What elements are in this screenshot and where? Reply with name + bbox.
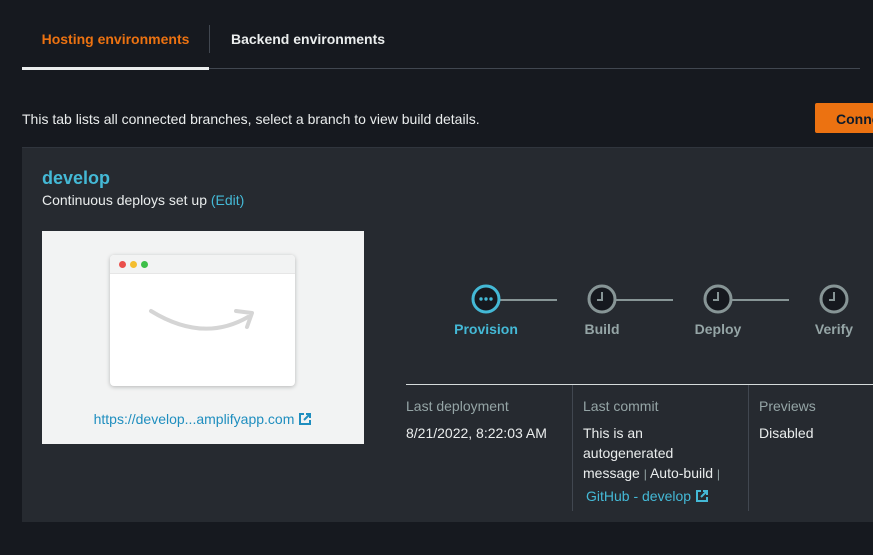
- step-label-provision: Provision: [454, 321, 518, 337]
- browser-toolbar: [110, 255, 295, 274]
- browser-thumbnail: [110, 255, 295, 386]
- info-text: This tab lists all connected branches, s…: [22, 111, 480, 127]
- cd-label: Continuous deploys set up: [42, 192, 207, 208]
- minimize-dot-icon: [130, 261, 137, 268]
- commit-line-1: This is an: [583, 425, 643, 441]
- step-connector: [603, 299, 673, 301]
- close-dot-icon: [119, 261, 126, 268]
- edit-link[interactable]: (Edit): [210, 192, 245, 208]
- separator: |: [716, 467, 721, 481]
- maximize-dot-icon: [141, 261, 148, 268]
- provision-step-ellipsis-icon: [471, 284, 501, 314]
- details-divider: [406, 384, 873, 385]
- tab-hosting-environments[interactable]: Hosting environments: [22, 0, 209, 70]
- github-develop-link[interactable]: GitHub - develop: [583, 486, 733, 506]
- external-link-icon: [696, 490, 709, 502]
- continuous-deploy-text: Continuous deploys set up (Edit): [42, 192, 244, 208]
- verify-step-clock-icon: [819, 284, 849, 314]
- build-stepper: Provision Build Deploy Verify: [442, 284, 873, 344]
- connect-branch-button[interactable]: Connect branch: [815, 103, 873, 133]
- commit-line-2: autogenerated: [583, 445, 674, 461]
- previews-column: Previews Disabled: [759, 398, 816, 443]
- branch-name-link[interactable]: develop: [42, 168, 111, 188]
- last-deployment-column: Last deployment 8/21/2022, 8:22:03 AM: [406, 398, 547, 443]
- last-commit-message: This is an autogenerated message | Auto-…: [583, 423, 733, 506]
- step-label-verify: Verify: [814, 321, 854, 337]
- separator: |: [643, 467, 647, 481]
- tab-divider: [209, 25, 210, 53]
- auto-build-label: Auto-build: [649, 465, 713, 481]
- commit-message-end: message: [583, 465, 640, 481]
- previews-title: Previews: [759, 398, 816, 414]
- previews-value: Disabled: [759, 425, 814, 441]
- column-divider: [572, 385, 573, 511]
- step-label-build: Build: [584, 321, 620, 337]
- last-deployment-title: Last deployment: [406, 398, 509, 414]
- external-link-icon: [299, 413, 312, 425]
- last-commit-title: Last commit: [583, 398, 659, 414]
- step-label-deploy: Deploy: [694, 321, 742, 337]
- deploy-step-clock-icon: [703, 284, 733, 314]
- environment-tabs: Hosting environments Backend environment…: [22, 0, 860, 70]
- commit-line-3: message | Auto-build |: [583, 463, 733, 484]
- branch-card: develop Continuous deploys set up (Edit)…: [22, 147, 873, 522]
- column-divider: [748, 385, 749, 511]
- tab-backend-environments[interactable]: Backend environments: [231, 31, 386, 47]
- build-step-clock-icon: [587, 284, 617, 314]
- last-deployment-value: 8/21/2022, 8:22:03 AM: [406, 425, 547, 441]
- app-preview: https://develop...amplifyapp.com: [42, 231, 364, 444]
- step-connector: [487, 299, 557, 301]
- amazon-smile-icon: [149, 309, 254, 331]
- preview-url-link[interactable]: https://develop...amplifyapp.com: [42, 411, 364, 427]
- github-link-text: GitHub - develop: [586, 488, 692, 504]
- last-commit-column: Last commit This is an autogenerated mes…: [583, 398, 733, 506]
- step-connector: [719, 299, 789, 301]
- preview-url-text: https://develop...amplifyapp.com: [93, 411, 295, 427]
